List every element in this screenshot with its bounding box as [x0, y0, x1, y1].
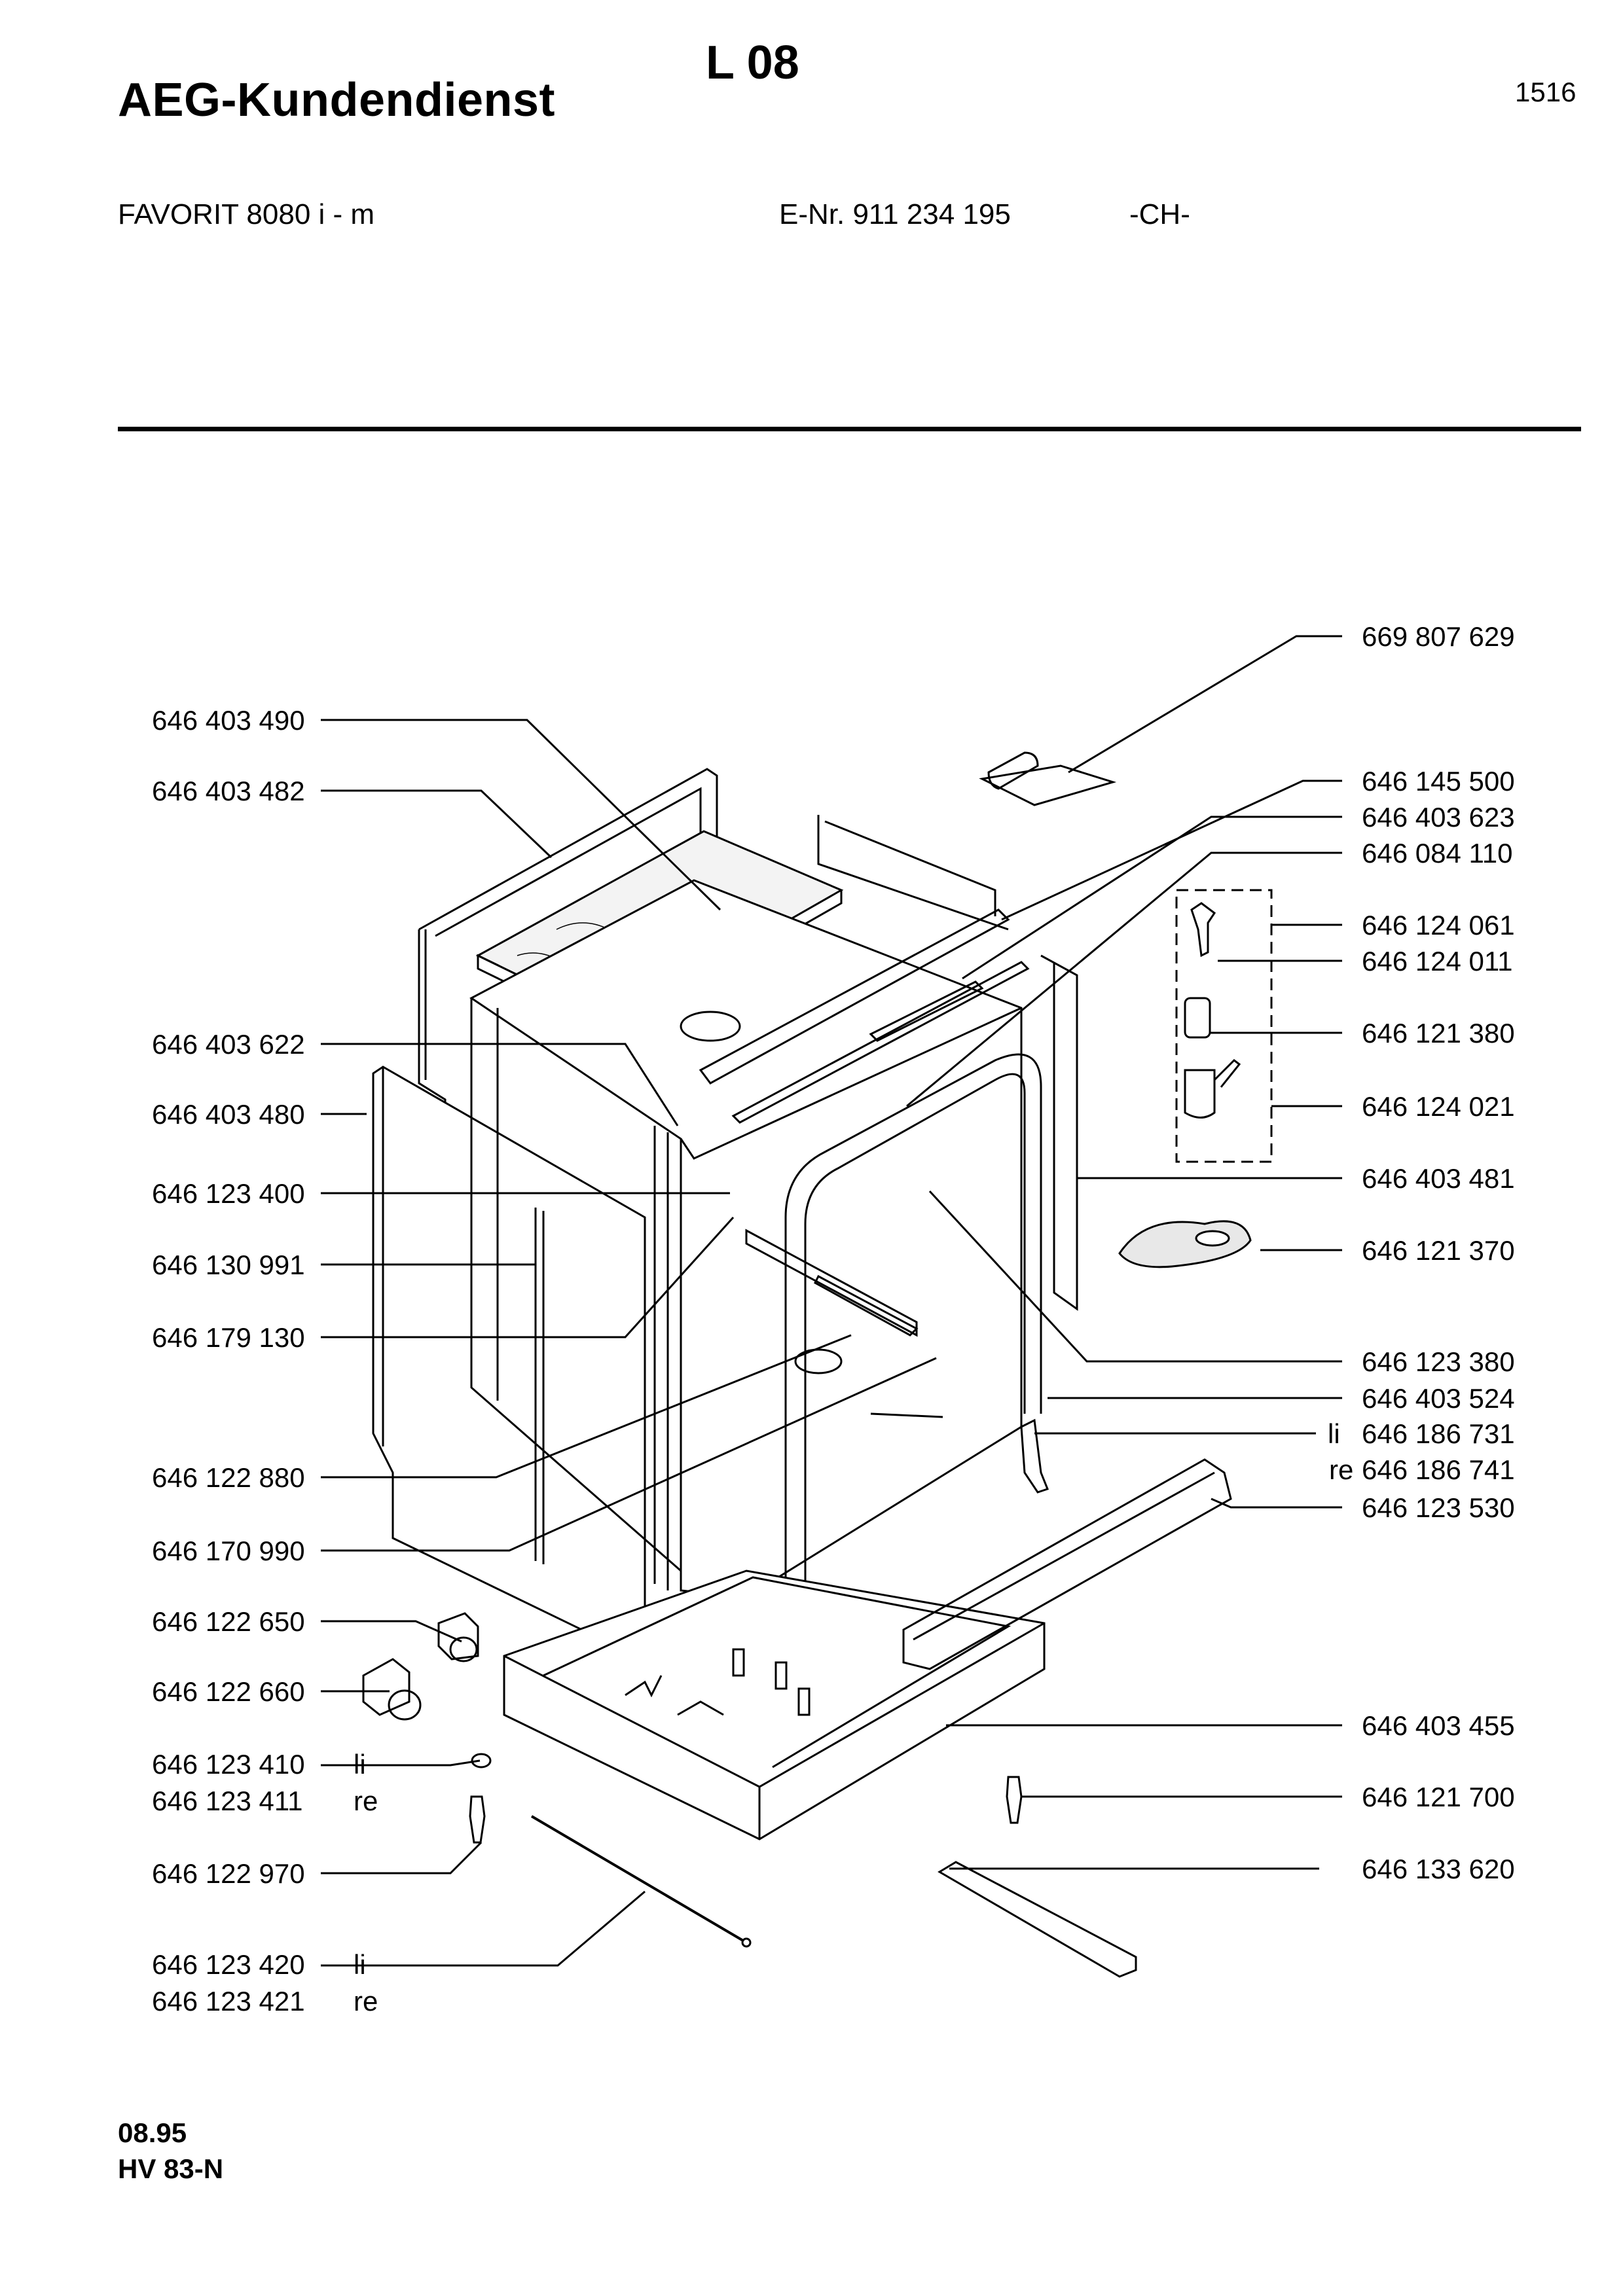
part-label-646-403-455: 646 403 455: [1362, 1710, 1515, 1741]
right-back-frame: [817, 815, 1009, 931]
base-side-rail: [902, 1458, 1232, 1670]
part-label-646-123-421: 646 123 421: [152, 1986, 305, 2017]
small-parts-right: [979, 751, 1252, 1494]
part-label-646-121-370: 646 121 370: [1362, 1235, 1515, 1266]
part-label-646-186-731: 646 186 731: [1362, 1418, 1515, 1449]
part-side-re: re: [354, 1986, 378, 2017]
right-side-strip: [1040, 954, 1078, 1311]
filter-group-box: [1175, 889, 1273, 1163]
part-label-646-124-021: 646 124 021: [1362, 1091, 1515, 1122]
part-label-646-179-130: 646 179 130: [152, 1322, 305, 1353]
page-id: L 08: [706, 37, 799, 89]
part-side-li: li: [354, 1749, 366, 1780]
e-number: E-Nr. 911 234 195: [779, 198, 1011, 230]
part-side-re: re: [354, 1785, 378, 1816]
part-label-646-133-620: 646 133 620: [1362, 1854, 1515, 1884]
top-rails: [699, 908, 1030, 1124]
part-label-646-403-524: 646 403 524: [1362, 1383, 1515, 1414]
part-label-646-122-650: 646 122 650: [152, 1606, 305, 1637]
part-label-646-403-480: 646 403 480: [152, 1099, 305, 1130]
part-label-646-122-970: 646 122 970: [152, 1858, 305, 1889]
part-label-646-123-400: 646 123 400: [152, 1178, 305, 1209]
part-label-646-121-380: 646 121 380: [1362, 1018, 1515, 1049]
base-frame: [503, 1570, 1046, 1840]
part-label-646-124-011: 646 124 011: [1362, 946, 1513, 977]
part-label-646-123-380: 646 123 380: [1362, 1346, 1515, 1377]
door-seal: [784, 1053, 1042, 1636]
brand-title: AEG-Kundendienst: [118, 74, 555, 126]
part-label-646-123-410: 646 123 410: [152, 1749, 305, 1780]
part-label-646-186-741: 646 186 741: [1362, 1454, 1515, 1485]
tub-cross-bars: [745, 1229, 943, 1418]
part-label-646-084-110: 646 084 110: [1362, 838, 1513, 869]
part-label-669-807-629: 669 807 629: [1362, 621, 1515, 652]
part-label-646-122-660: 646 122 660: [152, 1676, 305, 1707]
country-code: -CH-: [1129, 198, 1190, 230]
leader-lines-right: [906, 635, 1342, 1870]
leader-lines-left: [321, 719, 937, 1967]
header-divider: [118, 427, 1581, 431]
part-label-646-403-490: 646 403 490: [152, 705, 305, 736]
part-label-646-170-990: 646 170 990: [152, 1535, 305, 1566]
part-label-646-123-411: 646 123 411: [152, 1785, 303, 1816]
part-label-646-123-420: 646 123 420: [152, 1949, 305, 1980]
part-side-li: li: [354, 1949, 366, 1980]
part-label-646-403-623: 646 403 623: [1362, 802, 1515, 833]
part-label-646-145-500: 646 145 500: [1362, 766, 1515, 797]
left-side-panel: [372, 1066, 646, 1644]
part-label-646-403-481: 646 403 481: [1362, 1163, 1515, 1194]
part-label-646-403-482: 646 403 482: [152, 776, 305, 806]
page-number: 1516: [1515, 77, 1577, 107]
part-label-646-130-991: 646 130 991: [152, 1249, 305, 1280]
part-label-646-403-622: 646 403 622: [152, 1029, 305, 1060]
part-side-re: re: [1329, 1454, 1354, 1485]
part-label-646-121-700: 646 121 700: [1362, 1782, 1515, 1812]
part-label-646-122-880: 646 122 880: [152, 1462, 305, 1493]
footer-date: 08.95: [118, 2117, 187, 2148]
part-label-646-124-061: 646 124 061: [1362, 910, 1515, 941]
footer-code: HV 83-N: [118, 2153, 224, 2184]
part-side-li: li: [1328, 1418, 1340, 1449]
model-name: FAVORIT 8080 i - m: [118, 198, 375, 230]
part-label-646-123-530: 646 123 530: [1362, 1492, 1515, 1523]
